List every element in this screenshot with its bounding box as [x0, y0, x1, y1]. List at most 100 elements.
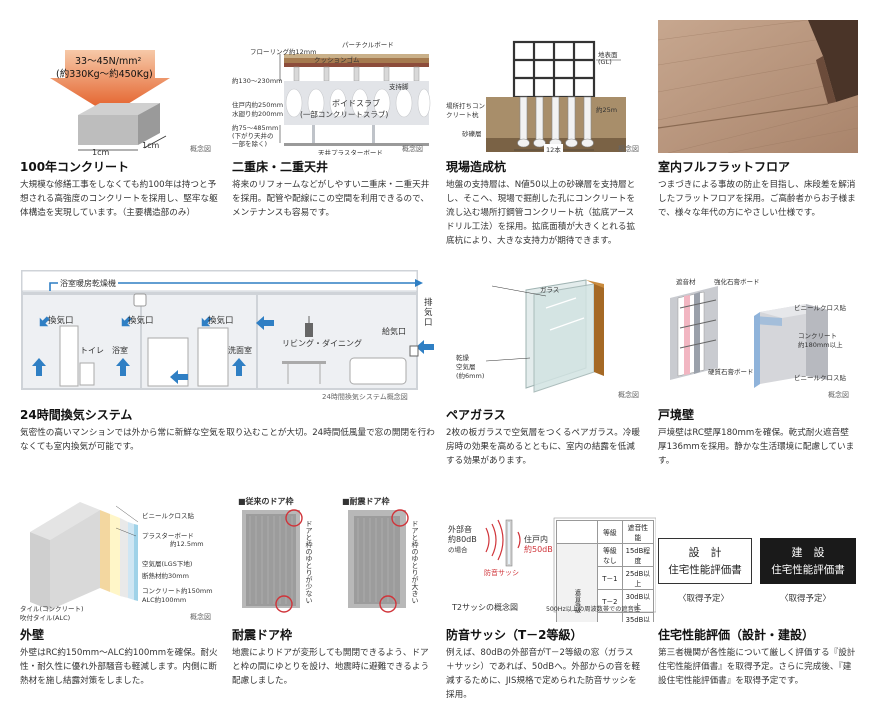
outside-sound-3: の場合	[448, 546, 468, 554]
label-cushion: クッションゴム	[314, 56, 360, 64]
label-vent-2: 換気口	[128, 316, 154, 326]
table-header-cell: 遮音性能	[621, 520, 655, 544]
card-flat-floor: 室内フルフラットフロア つまづきによる事故の防止を目指し、床段差を解消したフラッ…	[658, 20, 858, 250]
label-dryer: 浴室暖房乾燥機	[58, 278, 118, 289]
label-water-ceiling: 水廻り約200mm	[232, 110, 284, 118]
card-double-floor: フローリング約12mm パーチクルボード クッションゴム 支持脚 約130～23…	[232, 20, 432, 250]
card-boundary-wall: 遮音材 強化石膏ボード ビニールクロス貼 コンクリート 約180mm以上 硬質石…	[658, 268, 858, 468]
label-conc-1: コンクリート約150mm	[142, 587, 213, 595]
ventilation-title: 24時間換気システム	[20, 408, 133, 422]
double-floor-desc: 将来のリフォームなどがしやすい二重床・二重天井を採用。配管や配線にこの空間を利用…	[232, 180, 430, 218]
label-toilet: トイレ	[80, 346, 104, 355]
table-row: T－335dB以上	[557, 612, 655, 622]
concrete-dim-z: 1cm	[142, 141, 160, 150]
label-plaster-1: プラスターボード	[142, 532, 194, 540]
label-glass: ガラス	[540, 286, 560, 294]
label-dry-3: (約6mm)	[456, 372, 485, 380]
boundary-wall-illustration	[670, 286, 828, 388]
table-cell: 35dB以上	[621, 612, 655, 622]
label-tile-1: タイル(コンクリート)	[20, 605, 84, 613]
label-pile-note1: 場所打ちコン	[446, 102, 485, 110]
flat-floor-photo-illustration	[658, 20, 858, 153]
label-stud: 遮音材	[676, 278, 696, 286]
outer-wall-illustration	[30, 502, 139, 610]
label-ceiling-board: 天井プラスターボード	[318, 149, 383, 155]
label-void-slab-sub: (一部コンクリートスラブ)	[300, 110, 389, 119]
table-header-row: 等級遮音性能	[556, 520, 655, 544]
piles-desc: 地盤の支持層は、N値50以上の砂礫層を支持層とし、そこへ、現場で掘削した孔にコン…	[446, 180, 636, 246]
build-eval-badge: 建 設 住宅性能評価書	[760, 538, 856, 584]
label-ground: 地表面	[598, 51, 618, 59]
sash-desc: 例えば、80dBの外部音がT－2等級の窓（ガラス＋サッシ）であれば、50dBへ。…	[446, 648, 641, 700]
table-corner	[556, 520, 598, 544]
old-frame-note: ドアと枠のゆとりが少ない	[305, 520, 313, 604]
sash-label: 防音サッシ	[484, 569, 519, 577]
concrete-dim-x: 1cm	[92, 148, 110, 155]
label-intake: 給気口	[382, 327, 406, 336]
table-cell: 等級なし	[597, 543, 623, 567]
concept-label: 概念図	[618, 145, 639, 153]
label-plaster-2: 約12.5mm	[170, 540, 204, 548]
card-evaluation: 設 計 住宅性能評価書 建 設 住宅性能評価書 〈取得予定〉 〈取得予定〉 住宅…	[658, 492, 858, 712]
card-concrete: 33～45N/mm² (約330Kg～約450Kg) 1cm 1cm 概念図 1…	[20, 20, 220, 250]
label-concrete-1: コンクリート	[798, 332, 837, 340]
label-tile-2: 吹付タイル(ALC)	[20, 614, 71, 622]
card-piles: 地表面 (GL) 場所打ちコン クリート杭 約25m 砂礫層 12本 概念図 現…	[446, 20, 646, 270]
evaluation-figure: 設 計 住宅性能評価書 建 設 住宅性能評価書 〈取得予定〉 〈取得予定〉	[658, 492, 858, 622]
card-ventilation: 浴室暖房乾燥機 換気口 換気口 換気口 排 気 口 トイレ 浴室 洗面室 リビン…	[20, 268, 438, 468]
flat-floor-title: 室内フルフラットフロア	[658, 160, 791, 174]
label-vent-1: 換気口	[48, 316, 74, 326]
new-frame-note: ドアと枠のゆとりが大きい	[411, 520, 419, 604]
label-void-slab: ボイドスラブ	[332, 99, 380, 108]
sash-caption: T2サッシの概念図	[452, 603, 518, 612]
card-outer-wall: ビニールクロス貼 プラスターボード 約12.5mm 空気層(LGS下地) 断熱材…	[20, 492, 220, 712]
table-cell: T－3	[597, 612, 623, 622]
card-pair-glass: ガラス 乾燥 空気層 (約6mm) 概念図 ペアガラス 2枚の板ガラスで空気層を…	[446, 268, 646, 468]
seismic-door-title: 耐震ドア枠	[232, 628, 293, 642]
sash-title: 防音サッシ（T－2等級）	[446, 628, 583, 642]
label-count: 12本	[544, 144, 563, 154]
concept-label: 概念図	[190, 613, 211, 621]
concrete-strength-sub: (約330Kg～約450Kg)	[56, 69, 153, 80]
label-gl: (GL)	[598, 58, 612, 66]
label-vent-3: 換気口	[208, 316, 234, 326]
label-washroom: 洗面室	[228, 346, 252, 355]
concrete-cube-illustration	[50, 50, 170, 151]
label-hard-gypsum: 硬質石膏ボード	[708, 368, 754, 376]
ventilation-desc: 気密性の高いマンションでは外から常に新鮮な空気を取り込むことが大切。24時間低風…	[20, 428, 435, 452]
label-air: 空気層(LGS下地)	[142, 560, 193, 568]
evaluation-desc: 第三者機関が各性能について厳しく評価する『設計住宅性能評価書』を取得予定。さらに…	[658, 648, 856, 686]
label-vinyl-bottom: ビニールクロス貼	[794, 374, 846, 382]
label-living-ceiling: 住戸内約250mm	[232, 101, 284, 109]
old-frame-label: ■従来のドア枠	[238, 497, 294, 506]
evaluation-title: 住宅性能評価（設計・建設）	[658, 628, 815, 642]
label-vinyl: ビニールクロス貼	[142, 512, 194, 520]
label-pile-note2: クリート杭	[446, 111, 479, 119]
concrete-strength: 33～45N/mm²	[75, 56, 142, 67]
concept-label: 概念図	[828, 391, 849, 399]
sound-table: 等級遮音性能遮音等級等級なし15dB程度T－125dB以上T－230dB以上T－…	[556, 520, 655, 622]
ventilation-figure: 浴室暖房乾燥機 換気口 換気口 換気口 排 気 口 トイレ 浴室 洗面室 リビン…	[20, 268, 438, 402]
double-floor-figure: フローリング約12mm パーチクルボード クッションゴム 支持脚 約130～23…	[232, 20, 432, 155]
card-seismic-door: ■従来のドア枠 ■耐震ドア枠 ドアと枠のゆと	[232, 492, 432, 712]
concept-label: 概念図	[618, 391, 639, 399]
label-ceiling-note2: 一部を除く)	[232, 140, 268, 148]
flat-floor-photo	[658, 20, 858, 153]
outer-wall-title: 外壁	[20, 628, 45, 642]
ventilation-diagram	[21, 270, 434, 390]
concrete-figure: 33～45N/mm² (約330Kg～約450Kg) 1cm 1cm 概念図	[20, 20, 220, 155]
table-side-label: 遮音等級	[556, 543, 598, 622]
pair-glass-title: ペアガラス	[446, 408, 506, 422]
door-frames-illustration	[242, 509, 409, 613]
pair-glass-desc: 2枚の板ガラスで空気層をつくるペアガラス。冷暖房時の効果を高めるとともに、室内の…	[446, 428, 641, 466]
new-frame-label: ■耐震ドア枠	[342, 497, 390, 506]
label-exhaust-2: 気	[424, 308, 433, 318]
piles-section	[486, 40, 626, 152]
piles-figure: 地表面 (GL) 場所打ちコン クリート杭 約25m 砂礫層 12本 概念図	[446, 20, 646, 155]
label-depth: 約25m	[596, 106, 618, 114]
table-cell: 25dB以上	[621, 566, 655, 590]
boundary-wall-figure: 遮音材 強化石膏ボード ビニールクロス貼 コンクリート 約180mm以上 硬質石…	[658, 268, 858, 402]
label-particle: パーチクルボード	[342, 41, 394, 49]
label-exhaust-3: 口	[424, 318, 433, 328]
